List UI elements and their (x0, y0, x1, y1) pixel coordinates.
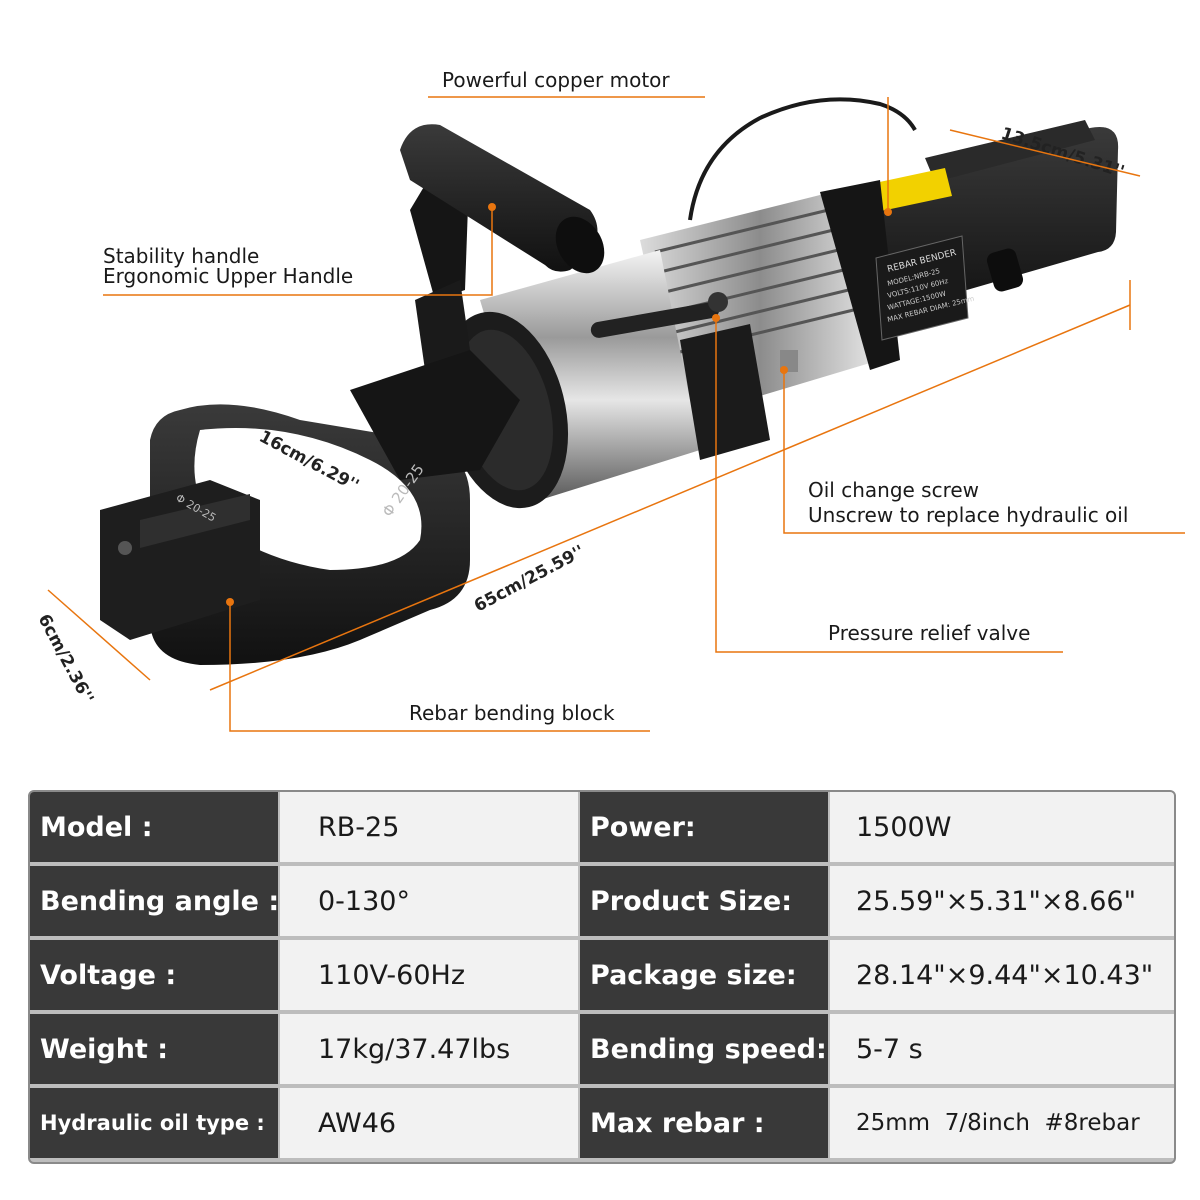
spec-value-bending-angle: 0-130° (280, 866, 578, 936)
spec-label-voltage: Voltage : (30, 940, 278, 1010)
product-illustration: REBAR BENDER MODEL:NRB-25 VOLTS:110V 60H… (34, 96, 1185, 732)
spec-label-power: Power: (580, 792, 828, 862)
spec-value-hydraulic-oil: AW46 (280, 1088, 578, 1158)
nameplate: REBAR BENDER MODEL:NRB-25 VOLTS:110V 60H… (875, 235, 975, 341)
callout-dots (226, 203, 892, 606)
spec-value-power: 1500W (830, 792, 1174, 862)
spec-value-bending-speed: 5-7 s (830, 1014, 1174, 1084)
spec-value-package-size: 28.14"×9.44"×10.43" (830, 940, 1174, 1010)
spec-value-product-size: 25.59"×5.31"×8.66" (830, 866, 1174, 936)
spec-row-voltage: Voltage : 110V-60Hz Package size: 28.14"… (30, 940, 1174, 1010)
spec-value-model: RB-25 (280, 792, 578, 862)
spec-label-bending-angle: Bending angle : (30, 866, 279, 936)
spec-label-package-size: Package size: (580, 940, 828, 1010)
spec-row-model: Model : RB-25 Power: 1500W (30, 792, 1174, 862)
callout-lines (103, 96, 1185, 732)
spec-label-bending-speed: Bending speed: (580, 1014, 828, 1084)
dimension-lines (47, 129, 1141, 691)
spec-value-weight: 17kg/37.47lbs (280, 1014, 578, 1084)
callout-upper-handle: Ergonomic Upper Handle (103, 264, 354, 288)
spec-row-hydraulic-oil: Hydraulic oil type : AW46 Max rebar : 25… (30, 1088, 1174, 1158)
power-cord (688, 97, 917, 221)
callout-stability-handle: Stability handle (103, 244, 260, 268)
spec-label-model: Model : (30, 792, 278, 862)
callout-motor: Powerful copper motor (442, 68, 670, 92)
callout-relief-valve: Pressure relief valve (828, 621, 1031, 645)
spec-row-bending-angle: Bending angle : 0-130° Product Size: 25.… (30, 866, 1174, 936)
callout-oil-screw-note: Unscrew to replace hydraulic oil (808, 503, 1129, 527)
spec-table: Model : RB-25 Power: 1500W Bending angle… (28, 790, 1176, 1164)
valve-block (590, 292, 798, 460)
dimension-length: 65cm/25.59'' (471, 542, 588, 617)
spec-label-hydraulic-oil: Hydraulic oil type : (30, 1088, 278, 1158)
spec-row-weight: Weight : 17kg/37.47lbs Bending speed: 5-… (30, 1014, 1174, 1084)
spec-label-max-rebar: Max rebar : (580, 1088, 828, 1158)
upper-handle (400, 124, 605, 370)
spec-value-voltage: 110V-60Hz (280, 940, 578, 1010)
spec-value-max-rebar: 25mm 7/8inch #8rebar (830, 1088, 1174, 1158)
spec-label-product-size: Product Size: (580, 866, 828, 936)
bending-head (100, 350, 520, 665)
spec-label-weight: Weight : (30, 1014, 278, 1084)
callout-oil-screw: Oil change screw (808, 478, 980, 502)
callout-bending-block: Rebar bending block (409, 701, 615, 725)
